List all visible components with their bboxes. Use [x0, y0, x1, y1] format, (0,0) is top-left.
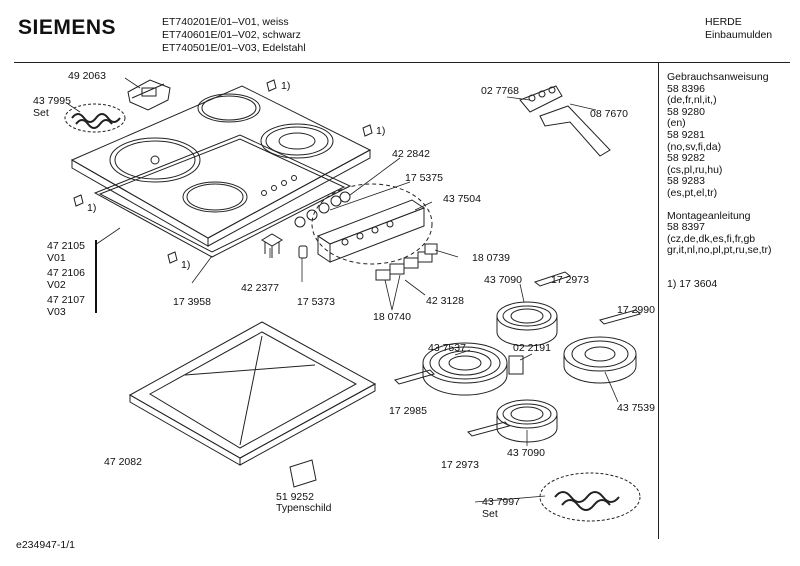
rating-plate-519252	[289, 459, 317, 488]
footnote-block: 1) 17 3604	[667, 277, 771, 291]
model-line: ET740501E/01–V03, Edelstahl	[162, 42, 306, 54]
part-regulator-022191	[508, 355, 524, 375]
doc-line: (en)	[667, 117, 686, 130]
footnote-ref-4: 1)	[181, 259, 191, 271]
brand-logo: SIEMENS	[18, 16, 117, 39]
label-022191: 02 2191	[513, 342, 551, 354]
doc-line: gr,it,nl,no,pl,pt,ru,se,tr)	[667, 244, 772, 257]
hob-glass-top	[70, 85, 372, 247]
model-list: ET740201E/01–V01, weiss ET740601E/01–V02…	[162, 16, 306, 55]
header-divider	[14, 62, 790, 63]
label-180739: 18 0739	[472, 252, 510, 264]
model-line: ET740201E/01–V01, weiss	[162, 16, 289, 28]
label-v01: V01	[47, 252, 66, 264]
label-175375: 17 5375	[405, 172, 443, 184]
label-472105: 47 2105	[47, 240, 85, 252]
document-sidebar: Gebrauchsanweisung 58 8396 (de,fr,nl,it,…	[667, 71, 772, 302]
installation-frame-472082	[128, 321, 377, 466]
control-module-437504	[311, 183, 433, 265]
installation-manual-block: Montageanleitung 58 8397 (cz,de,dk,es,fi…	[667, 209, 772, 257]
model-line: ET740601E/01–V02, schwarz	[162, 29, 301, 41]
label-492063: 49 2063	[68, 70, 106, 82]
part-knob-holder-422377	[261, 233, 283, 258]
bracket-172973a	[533, 271, 572, 287]
label-437504: 43 7504	[443, 193, 481, 205]
label-172990: 17 2990	[617, 304, 655, 316]
doc-line: 58 9280	[667, 105, 705, 118]
doc-line: (es,pt,el,tr)	[667, 186, 718, 199]
doc-line: 58 9281	[667, 128, 705, 141]
hotplate-437090-top	[496, 301, 558, 347]
doc-line: (cz,de,dk,es,fi,fr,gb	[667, 232, 756, 245]
label-423128: 42 3128	[426, 295, 464, 307]
label-437537: 43 7537	[428, 342, 466, 354]
label-172973-bottom: 17 2973	[441, 459, 479, 471]
label-422377: 42 2377	[241, 282, 279, 294]
clip-4	[167, 251, 178, 264]
category-heading: HERDE Einbaumulden	[705, 16, 772, 42]
label-437090-top: 43 7090	[484, 274, 522, 286]
doc-line: Gebrauchsanweisung	[667, 71, 769, 83]
label-472106: 47 2106	[47, 267, 85, 279]
footnote-ref-1: 1)	[281, 80, 291, 92]
sidebar-divider	[658, 63, 659, 539]
bracket-172990	[599, 309, 641, 325]
control-knobs	[294, 191, 351, 228]
label-437995: 43 7995	[33, 95, 71, 107]
hob-frame	[93, 134, 352, 258]
leader-lines	[67, 77, 619, 503]
doc-line: 58 8397	[667, 221, 705, 234]
label-172985: 17 2985	[389, 405, 427, 417]
label-172973-top: 17 2973	[551, 274, 589, 286]
label-v03: V03	[47, 306, 66, 318]
hotplate-437090-bottom	[496, 399, 558, 443]
label-180740: 18 0740	[373, 311, 411, 323]
doc-line: (no,sv,fi,da)	[667, 140, 722, 153]
clip-2	[362, 124, 373, 137]
footnote-ref-2: 1)	[376, 125, 386, 137]
label-027768: 02 7768	[481, 85, 519, 97]
label-087670: 08 7670	[590, 108, 628, 120]
label-set-1: Set	[33, 107, 49, 119]
footnote-ref-3: 1)	[87, 202, 97, 214]
variant-bracket-line	[95, 240, 97, 313]
doc-line: 1) 17 3604	[667, 277, 718, 290]
label-422842: 42 2842	[392, 148, 430, 160]
part-cap-175373	[298, 245, 308, 259]
label-437539: 43 7539	[617, 402, 655, 414]
label-175373: 17 5373	[297, 296, 335, 308]
label-437997: 43 7997	[482, 496, 520, 508]
label-472107: 47 2107	[47, 294, 85, 306]
doc-line: Montageanleitung	[667, 209, 751, 222]
label-519252: 51 9252	[276, 491, 314, 503]
bracket-172973b	[467, 421, 510, 437]
clip-3	[73, 194, 84, 207]
label-v02: V02	[47, 279, 66, 291]
hotplate-437539	[563, 336, 637, 384]
part-springs-437997	[539, 472, 641, 522]
doc-line: 58 9283	[667, 175, 705, 188]
clip-1	[266, 79, 277, 92]
doc-line: 58 8396	[667, 82, 705, 95]
part-bracket-492063	[127, 79, 171, 111]
label-437090-bottom: 43 7090	[507, 447, 545, 459]
part-tool-087670	[519, 85, 611, 157]
label-typenschild: Typenschild	[276, 502, 332, 514]
hotplate-437537	[422, 342, 508, 396]
bracket-172985	[394, 369, 435, 385]
part-springs-437995	[64, 103, 126, 133]
doc-line: (de,fr,nl,it,)	[667, 94, 717, 107]
label-472082: 47 2082	[104, 456, 142, 468]
doc-line: 58 9282	[667, 152, 705, 165]
document-id: e234947-1/1	[16, 539, 75, 551]
user-manual-block: Gebrauchsanweisung 58 8396 (de,fr,nl,it,…	[667, 71, 771, 200]
category-line: HERDE	[705, 16, 742, 28]
label-set-2: Set	[482, 508, 498, 520]
category-line: Einbaumulden	[705, 29, 773, 41]
terminal-blocks	[375, 243, 438, 281]
label-173958: 17 3958	[173, 296, 211, 308]
doc-line: (cs,pl,ru,hu)	[667, 163, 723, 176]
